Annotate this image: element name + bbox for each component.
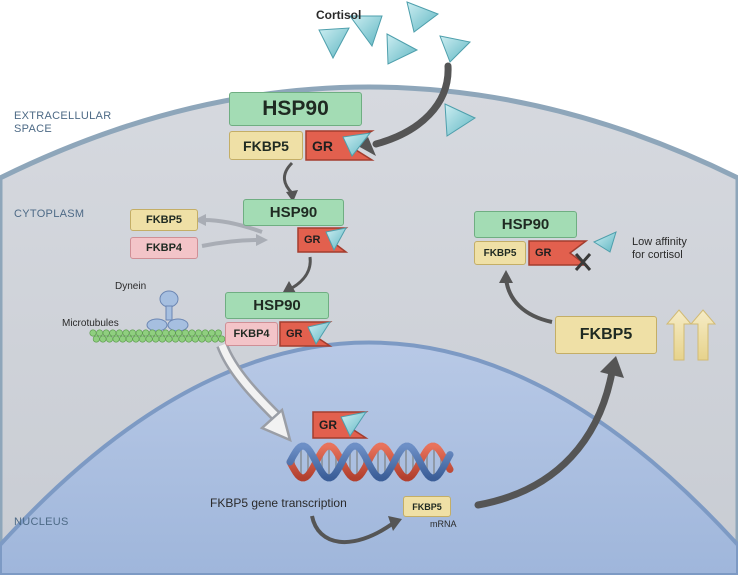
transcription-arrow — [310, 515, 394, 545]
fkbp5-increase-arrows — [665, 309, 717, 361]
nucleus-label: NUCLEUS — [14, 516, 69, 528]
microtubule-bead — [106, 335, 114, 343]
microtubule-bead — [135, 329, 143, 337]
dynein-motor — [146, 290, 189, 332]
fkbp5-free: FKBP5 — [130, 209, 198, 231]
microtubules-label: Microtubules — [62, 318, 119, 329]
gr-step3-label: GR — [286, 328, 303, 340]
dna-strand-blue — [286, 442, 454, 482]
microtubule-bead — [185, 335, 193, 343]
microtubule-bead — [145, 335, 153, 343]
fkbp5-mrna: FKBP5 — [403, 496, 451, 517]
hsp90-right: HSP90 — [474, 211, 577, 238]
gr-right-label: GR — [535, 247, 552, 259]
microtubule-bead — [109, 329, 117, 337]
arrow-fkbp5-release — [203, 218, 263, 234]
microtubule-bead — [112, 335, 120, 343]
microtubule-bead — [175, 329, 183, 337]
dna-helix — [286, 442, 454, 482]
microtubule-bead — [195, 329, 203, 337]
cortisol-molecules — [318, 1, 617, 253]
microtubule-bead — [129, 329, 137, 337]
hsp90-step2: HSP90 — [243, 199, 344, 226]
cortisol-entry-arrow — [372, 62, 452, 148]
microtubule-bead — [99, 335, 107, 343]
hsp90-top: HSP90 — [229, 92, 362, 126]
low-affinity-label: Low affinity for cortisol — [632, 236, 687, 261]
microtubule-bead — [92, 335, 100, 343]
microtubule-bead — [89, 329, 97, 337]
arrow-fkbp4-bind — [201, 238, 259, 248]
microtubule-bead — [162, 329, 170, 337]
gr-top-label: GR — [312, 137, 333, 154]
blocked-binding-x — [574, 253, 592, 271]
microtubule-bead — [155, 329, 163, 337]
microtubule-bead — [119, 335, 127, 343]
gr-nuclear-receptor — [312, 411, 369, 439]
microtubule-bead — [142, 329, 150, 337]
microtubule-bead — [168, 329, 176, 337]
microtubule-bead — [132, 335, 140, 343]
microtubule-bead — [148, 329, 156, 337]
translation-arrow — [474, 368, 616, 509]
microtubule-bead — [139, 335, 147, 343]
microtubule-bead — [198, 335, 206, 343]
cytoplasm-label: CYTOPLASM — [14, 208, 85, 220]
microtubule-bead — [115, 329, 123, 337]
arrow-step2-to-step3 — [291, 256, 312, 290]
mrna-label: mRNA — [430, 519, 457, 529]
arrow-top-to-step2 — [283, 161, 294, 195]
gr-step3-receptor — [279, 321, 333, 347]
cortisol-label: Cortisol — [316, 8, 362, 22]
microtubule-bead — [201, 329, 209, 337]
microtubule-bead — [178, 335, 186, 343]
hsp90-step3: HSP90 — [225, 292, 329, 319]
microtubule-bead — [158, 335, 166, 343]
gene-transcription-label: FKBP5 gene transcription — [210, 496, 347, 510]
microtubule-bead — [208, 329, 216, 337]
microtubule-bead — [205, 335, 213, 343]
fkbp4-free: FKBP4 — [130, 237, 198, 259]
microtubule-bead — [96, 329, 104, 337]
microtubule-bead — [188, 329, 196, 337]
microtubule-bead — [181, 329, 189, 337]
microtubule-bead — [191, 335, 199, 343]
fkbp5-protein: FKBP5 — [555, 316, 657, 354]
microtubule-beads — [89, 329, 226, 343]
microtubule-bead — [214, 329, 222, 337]
fkbp5-increase-arrow — [665, 309, 693, 361]
fkbp4-step3: FKBP4 — [225, 322, 278, 346]
microtubule-bead — [218, 335, 226, 343]
gr-right-receptor — [528, 240, 589, 266]
gr-nuclear-label: GR — [319, 418, 337, 432]
gr-step2-receptor — [297, 227, 349, 253]
dynein-label: Dynein — [115, 281, 147, 292]
microtubule-bead — [172, 335, 180, 343]
fkbp5-increase-arrow — [689, 309, 717, 361]
gr-step2-label: GR — [304, 234, 321, 246]
microtubule-bead — [122, 329, 130, 337]
microtubule-bead — [125, 335, 133, 343]
microtubule-bead — [211, 335, 219, 343]
fkbp5-top: FKBP5 — [229, 131, 303, 160]
fkbp5-right: FKBP5 — [474, 241, 526, 265]
arrow-fkbp5-to-complex — [504, 277, 553, 324]
microtubule-bead — [165, 335, 173, 343]
extracellular-space-label: EXTRACELLULAR SPACE — [14, 110, 112, 135]
microtubule-bead — [102, 329, 110, 337]
microtubule-bead — [152, 335, 160, 343]
gr-top-receptor — [305, 130, 375, 161]
